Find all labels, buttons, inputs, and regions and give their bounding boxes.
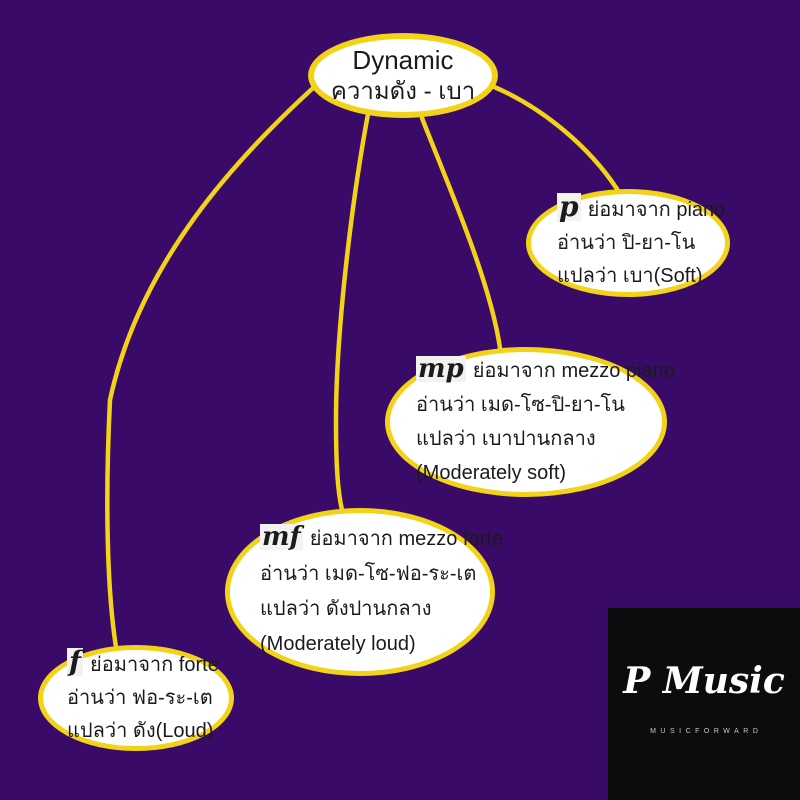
node-text: ย่อมาจาก forte <box>90 654 219 676</box>
node-mezzo-forte: mf ย่อมาจาก mezzo forte อ่านว่า เมด-โซ-ฟ… <box>225 508 503 676</box>
node-forte: f ย่อมาจาก forte อ่านว่า ฟอ-ระ-เต แปลว่า… <box>38 645 234 751</box>
node-text: ย่อมาจาก mezzo piano <box>472 360 675 382</box>
dynamic-symbol-p: p <box>557 190 581 223</box>
node-text-line: แปลว่า ดัง(Loud) <box>67 720 214 742</box>
connector-mezzo-piano <box>419 115 503 351</box>
node-text-line: แปลว่า เบาปานกลาง <box>416 428 596 450</box>
node-text-line: อ่านว่า ปิ-ยา-โน <box>557 232 696 254</box>
node-text-line: อ่านว่า เมด-โซ-ฟอ-ระ-เต <box>260 563 477 585</box>
node-text-line: mf ย่อมาจาก mezzo forte <box>260 522 503 557</box>
dynamic-symbol-mf: mf <box>260 522 303 552</box>
root-subtitle: ความดัง - เบา <box>330 77 476 105</box>
connector-mezzo-forte <box>333 111 371 513</box>
dynamic-symbol-mp: mp <box>416 354 466 384</box>
node-text-line: (Moderately soft) <box>416 462 567 484</box>
logo-tagline: MUSICFORWARD <box>650 728 763 735</box>
node-text-line: แปลว่า เบา(Soft) <box>557 265 703 287</box>
node-mezzo-piano: mp ย่อมาจาก mezzo piano อ่านว่า เมด-โซ-ป… <box>385 347 675 497</box>
node-piano: p ย่อมาจาก piano อ่านว่า ปิ-ยา-โน แปลว่า… <box>526 189 730 297</box>
node-text-line: mp ย่อมาจาก mezzo piano <box>416 354 675 388</box>
node-text-line: (Moderately loud) <box>260 633 416 655</box>
node-text: ย่อมาจาก piano <box>587 199 726 221</box>
node-text-line: อ่านว่า เมด-โซ-ปิ-ยา-โน <box>416 394 625 416</box>
dynamic-symbol-f: f <box>67 645 84 678</box>
root-node-dynamic: Dynamic ความดัง - เบา <box>308 33 498 118</box>
logo-box: P Music MUSICFORWARD <box>608 608 800 800</box>
root-title: Dynamic <box>352 44 454 75</box>
connector-piano <box>489 83 620 192</box>
node-text: ย่อมาจาก mezzo forte <box>309 528 503 550</box>
node-text-line: อ่านว่า ฟอ-ระ-เต <box>67 687 213 709</box>
logo-brand: P Music <box>623 660 785 702</box>
connector-forte <box>105 85 316 650</box>
node-text-line: p ย่อมาจาก piano <box>557 193 725 227</box>
node-text-line: f ย่อมาจาก forte <box>67 648 229 682</box>
node-text-line: แปลว่า ดังปานกลาง <box>260 598 432 620</box>
